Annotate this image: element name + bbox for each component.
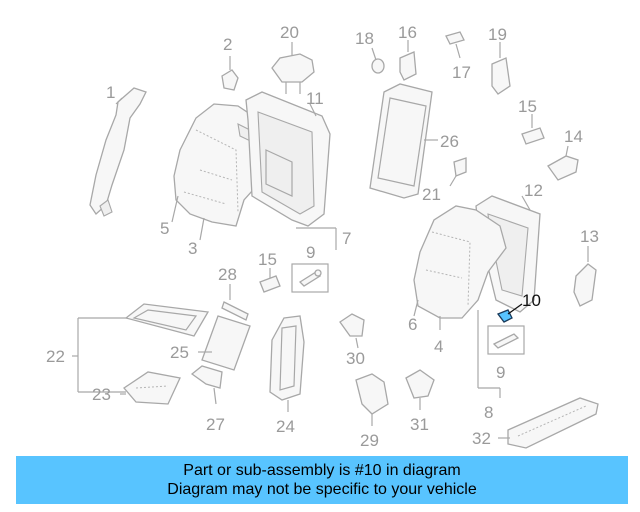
- part-14-bracket: [547, 145, 579, 181]
- callout-16: 16: [398, 23, 417, 42]
- part-30-bracket: [339, 313, 365, 349]
- callout-11: 11: [306, 89, 324, 108]
- callout-15-right: 15: [518, 97, 537, 116]
- callout-10: 10: [522, 291, 541, 310]
- callout-15-left: 15: [258, 250, 277, 269]
- part-32-long-trim: [498, 397, 599, 449]
- part-17-screw: [445, 31, 465, 59]
- part-7-9-bracket-group: [291, 227, 337, 293]
- banner-line-2: Diagram may not be specific to your vehi…: [167, 481, 477, 498]
- part-23-mat: [120, 371, 181, 405]
- callout-26: 26: [440, 132, 459, 151]
- part-31-cover: [405, 369, 435, 410]
- part-19-cover: [491, 42, 511, 95]
- callout-30: 30: [346, 349, 365, 368]
- callout-21: 21: [422, 185, 441, 204]
- banner-line-1: Part or sub-assembly is #10 in diagram: [183, 462, 461, 479]
- callout-9-left: 9: [306, 243, 315, 262]
- part-29-hinge: [355, 373, 389, 426]
- callout-14: 14: [564, 127, 583, 146]
- callout-13: 13: [580, 227, 599, 246]
- part-10-highlighted: [496, 303, 523, 323]
- part-11-seat-back-frame: [245, 91, 331, 227]
- callout-31: 31: [410, 415, 429, 434]
- callout-8: 8: [484, 403, 493, 422]
- callout-22: 22: [46, 347, 65, 366]
- callout-9-right: 9: [496, 363, 505, 382]
- part-27-strip: [190, 365, 223, 405]
- part-21-fastener: [449, 157, 467, 187]
- callout-20: 20: [280, 23, 299, 42]
- callout-17: 17: [452, 63, 471, 82]
- callout-18: 18: [355, 29, 374, 48]
- callout-2: 2: [223, 35, 232, 54]
- callout-28: 28: [218, 265, 237, 284]
- part-13-side-cover: [573, 246, 597, 307]
- part-1-side-trim: [89, 87, 147, 217]
- callout-27: 27: [206, 415, 225, 434]
- callout-25: 25: [170, 343, 189, 362]
- part-28-strip: [221, 284, 249, 321]
- part-2-clip: [221, 56, 239, 91]
- callout-1: 1: [106, 83, 115, 102]
- part-15-pin-left: [259, 268, 281, 293]
- callout-7: 7: [342, 229, 351, 248]
- callout-4: 4: [434, 337, 443, 356]
- callout-5: 5: [160, 219, 169, 238]
- part-15-pin-right: [521, 114, 545, 145]
- callout-19: 19: [488, 25, 507, 44]
- part-24-armrest: [269, 315, 305, 412]
- parts-diagram: 1 2 5 3 20 11 7 9: [46, 23, 599, 450]
- callout-12: 12: [524, 181, 543, 200]
- callout-24: 24: [276, 417, 295, 436]
- callout-23: 23: [92, 385, 111, 404]
- part-22-bracket-group: [72, 303, 210, 393]
- callout-32: 32: [472, 429, 491, 448]
- part-25-pad: [198, 315, 251, 371]
- part-20-headrest: [271, 42, 315, 94]
- callout-3: 3: [188, 239, 197, 258]
- info-banner: Part or sub-assembly is #10 in diagram D…: [16, 456, 628, 504]
- part-4-seat-back-cushion: [413, 205, 507, 330]
- callout-29: 29: [360, 431, 379, 450]
- part-18-grommet: [371, 47, 385, 74]
- part-26-panel: [369, 83, 438, 199]
- part-8-9-bracket-group: [477, 310, 525, 398]
- part-16-clip: [399, 40, 417, 81]
- callout-6: 6: [408, 315, 417, 334]
